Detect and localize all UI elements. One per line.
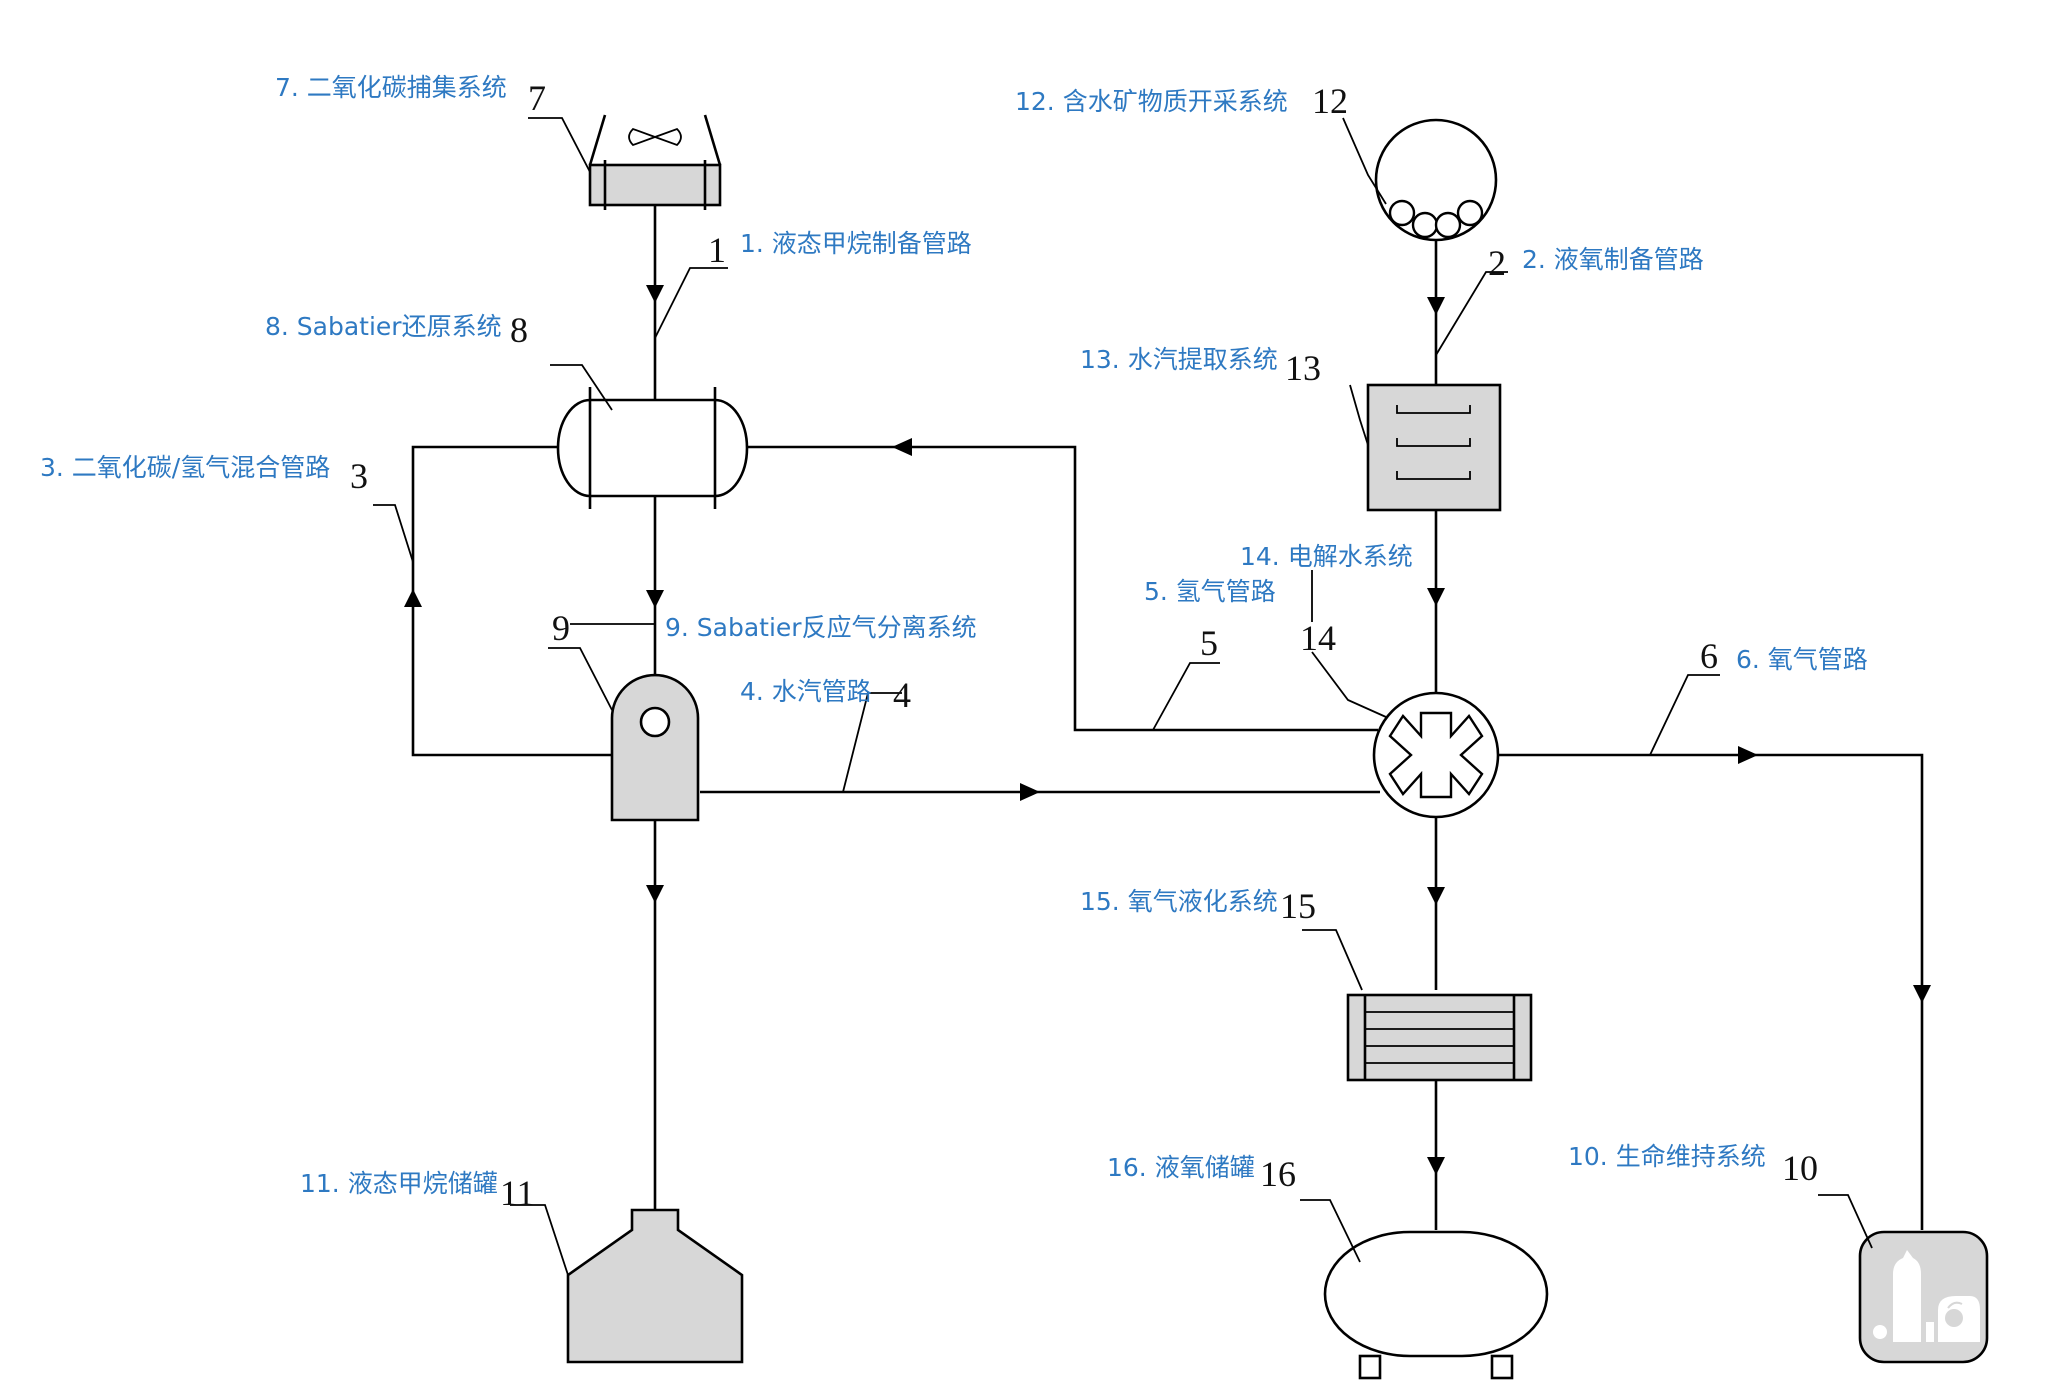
marker-5: 5: [1200, 623, 1218, 663]
label-life-support: 10. 生命维持系统: [1568, 1142, 1766, 1171]
label-hydrogen-line: 5. 氢气管路: [1144, 577, 1276, 606]
label-steam-line: 4. 水汽管路: [740, 677, 872, 706]
life-support-unit: [1858, 1230, 1989, 1364]
label-methane-tank: 11. 液态甲烷储罐: [300, 1169, 498, 1198]
pipe-5-hydrogen-line: [742, 438, 1378, 732]
sabatier-gas-separator: [610, 673, 700, 822]
marker-16: 16: [1260, 1154, 1296, 1194]
co2-capture-unit: [588, 114, 722, 210]
sabatier-reactor: [556, 387, 749, 509]
label-co2-capture: 7. 二氧化碳捕集系统: [275, 73, 507, 102]
marker-14: 14: [1300, 618, 1336, 658]
water-vapor-extraction-unit: [1366, 383, 1502, 512]
hydrous-mineral-mining-unit: [1374, 118, 1498, 242]
marker-6: 6: [1700, 636, 1718, 676]
label-oxygen-liquefaction: 15. 氧气液化系统: [1080, 887, 1278, 916]
pipe-2-lox-line: [1427, 240, 1445, 1230]
leader-lines: [373, 117, 1873, 1276]
marker-4: 4: [893, 675, 911, 715]
marker-13: 13: [1285, 348, 1321, 388]
water-electrolysis-unit: [1372, 691, 1500, 819]
liquid-oxygen-tank: [1323, 1230, 1549, 1380]
marker-7: 7: [528, 78, 546, 118]
label-lox-line: 2. 液氧制备管路: [1522, 245, 1704, 274]
label-methane-line: 1. 液态甲烷制备管路: [740, 229, 972, 258]
label-co2-h2-mix-line: 3. 二氧化碳/氢气混合管路: [40, 453, 330, 482]
label-mining: 12. 含水矿物质开采系统: [1015, 87, 1288, 116]
pipe-4-steam-line: [700, 783, 1380, 801]
pipe-3-co2-h2-mix-line: [404, 445, 612, 757]
marker-2: 2: [1488, 243, 1506, 283]
marker-9: 9: [552, 608, 570, 648]
marker-3: 3: [350, 456, 368, 496]
marker-11: 11: [500, 1173, 535, 1213]
label-oxygen-line: 6. 氧气管路: [1736, 645, 1868, 674]
pipe-6-oxygen-line: [1498, 746, 1931, 1230]
label-lox-tank: 16. 液氧储罐: [1107, 1153, 1255, 1182]
oxygen-liquefaction-unit: [1346, 993, 1533, 1082]
label-sabatier-reduction: 8. Sabatier还原系统: [265, 312, 502, 341]
marker-12: 12: [1312, 81, 1348, 121]
liquid-methane-tank: [566, 1208, 744, 1364]
marker-8: 8: [510, 310, 528, 350]
label-water-extraction: 13. 水汽提取系统: [1080, 345, 1278, 374]
marker-10: 10: [1782, 1148, 1818, 1188]
marker-1: 1: [708, 230, 726, 270]
marker-15: 15: [1280, 886, 1316, 926]
label-electrolysis: 14. 电解水系统: [1240, 542, 1413, 571]
label-sabatier-separation: 9. Sabatier反应气分离系统: [665, 613, 977, 642]
